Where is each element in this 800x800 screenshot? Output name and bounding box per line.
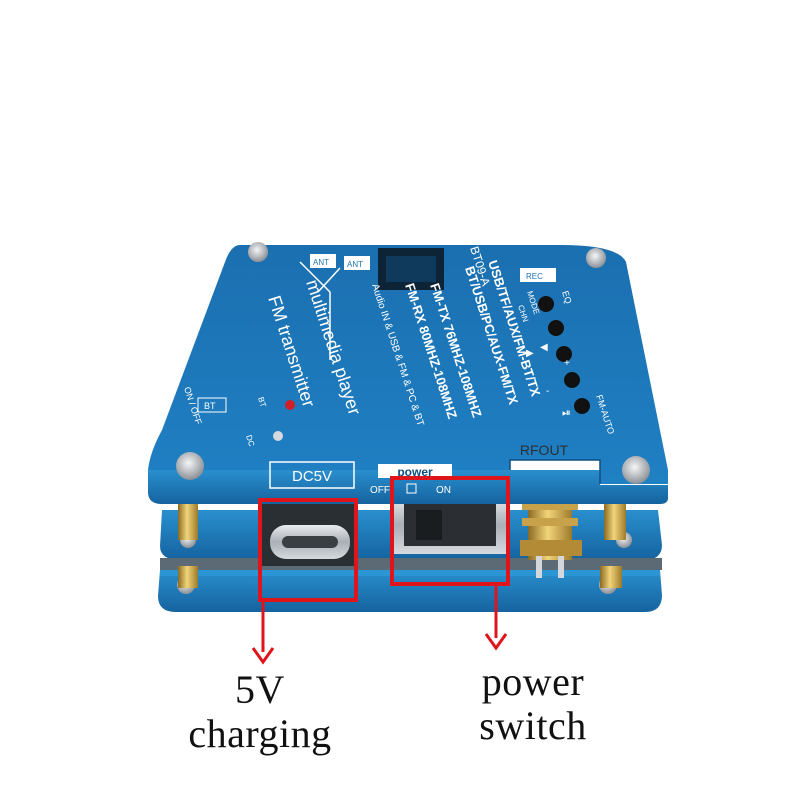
standoff	[178, 566, 198, 588]
arrow-down-icon	[484, 633, 508, 651]
dc5v-label: DC5V	[292, 468, 332, 485]
arrow-down-icon	[251, 647, 275, 665]
ant-label: ANT	[347, 260, 363, 269]
switch-callout-line: power	[481, 659, 585, 704]
ant-labels: ANT ANT REC	[310, 254, 556, 282]
rfout-label: RFOUT	[520, 442, 569, 458]
callout-highlights	[251, 476, 510, 665]
screw-icon	[248, 242, 268, 262]
button-play[interactable]	[574, 398, 590, 414]
power-label-box	[378, 464, 452, 478]
screw-icon	[622, 456, 650, 484]
screw-icon	[176, 452, 204, 480]
switch-slider[interactable]	[416, 510, 442, 540]
power-switch[interactable]	[394, 496, 506, 554]
top-board: BT09-A USB/TF/AUX/FM-BT/TX BT/USB/PC/AUX…	[148, 242, 668, 504]
eq-label: EQ	[560, 290, 574, 305]
button-next[interactable]	[564, 372, 580, 388]
power-label: power	[397, 465, 433, 479]
plus-icon: +	[564, 358, 570, 369]
on-label: ON	[436, 485, 451, 496]
button-mode[interactable]	[548, 320, 564, 336]
dc-led-label: DC	[244, 434, 256, 448]
button-column[interactable]	[538, 296, 590, 414]
standoff	[600, 566, 622, 588]
dc5v-box	[269, 461, 355, 489]
play-pause-icon: ⏯	[562, 407, 571, 419]
standoff	[178, 500, 198, 540]
rec-label: REC	[526, 272, 543, 281]
switch-highlight-box	[390, 476, 510, 586]
charging-callout-line: charging	[188, 711, 332, 756]
dc-led	[273, 431, 283, 441]
button-eq[interactable]	[538, 296, 554, 312]
bottom-board	[158, 570, 662, 612]
switch-callout-line: switch	[479, 703, 587, 748]
ant-label: ANT	[313, 258, 329, 267]
bt-led-label: BT	[256, 396, 268, 409]
usb-highlight-box	[258, 498, 358, 602]
screw-icon	[586, 248, 606, 268]
off-label: OFF	[370, 485, 390, 496]
minus-icon: -	[546, 386, 549, 397]
button-prev[interactable]	[556, 346, 572, 362]
bt-led	[285, 400, 295, 410]
standoff	[604, 500, 626, 540]
usb-c-port[interactable]	[262, 502, 358, 566]
bt-button-label: BT	[204, 401, 216, 411]
charging-callout-line: 5V	[235, 667, 285, 712]
next-icon: ▶	[526, 348, 534, 359]
bt-button[interactable]: BT	[197, 397, 227, 413]
prev-icon: ◀	[540, 342, 548, 353]
